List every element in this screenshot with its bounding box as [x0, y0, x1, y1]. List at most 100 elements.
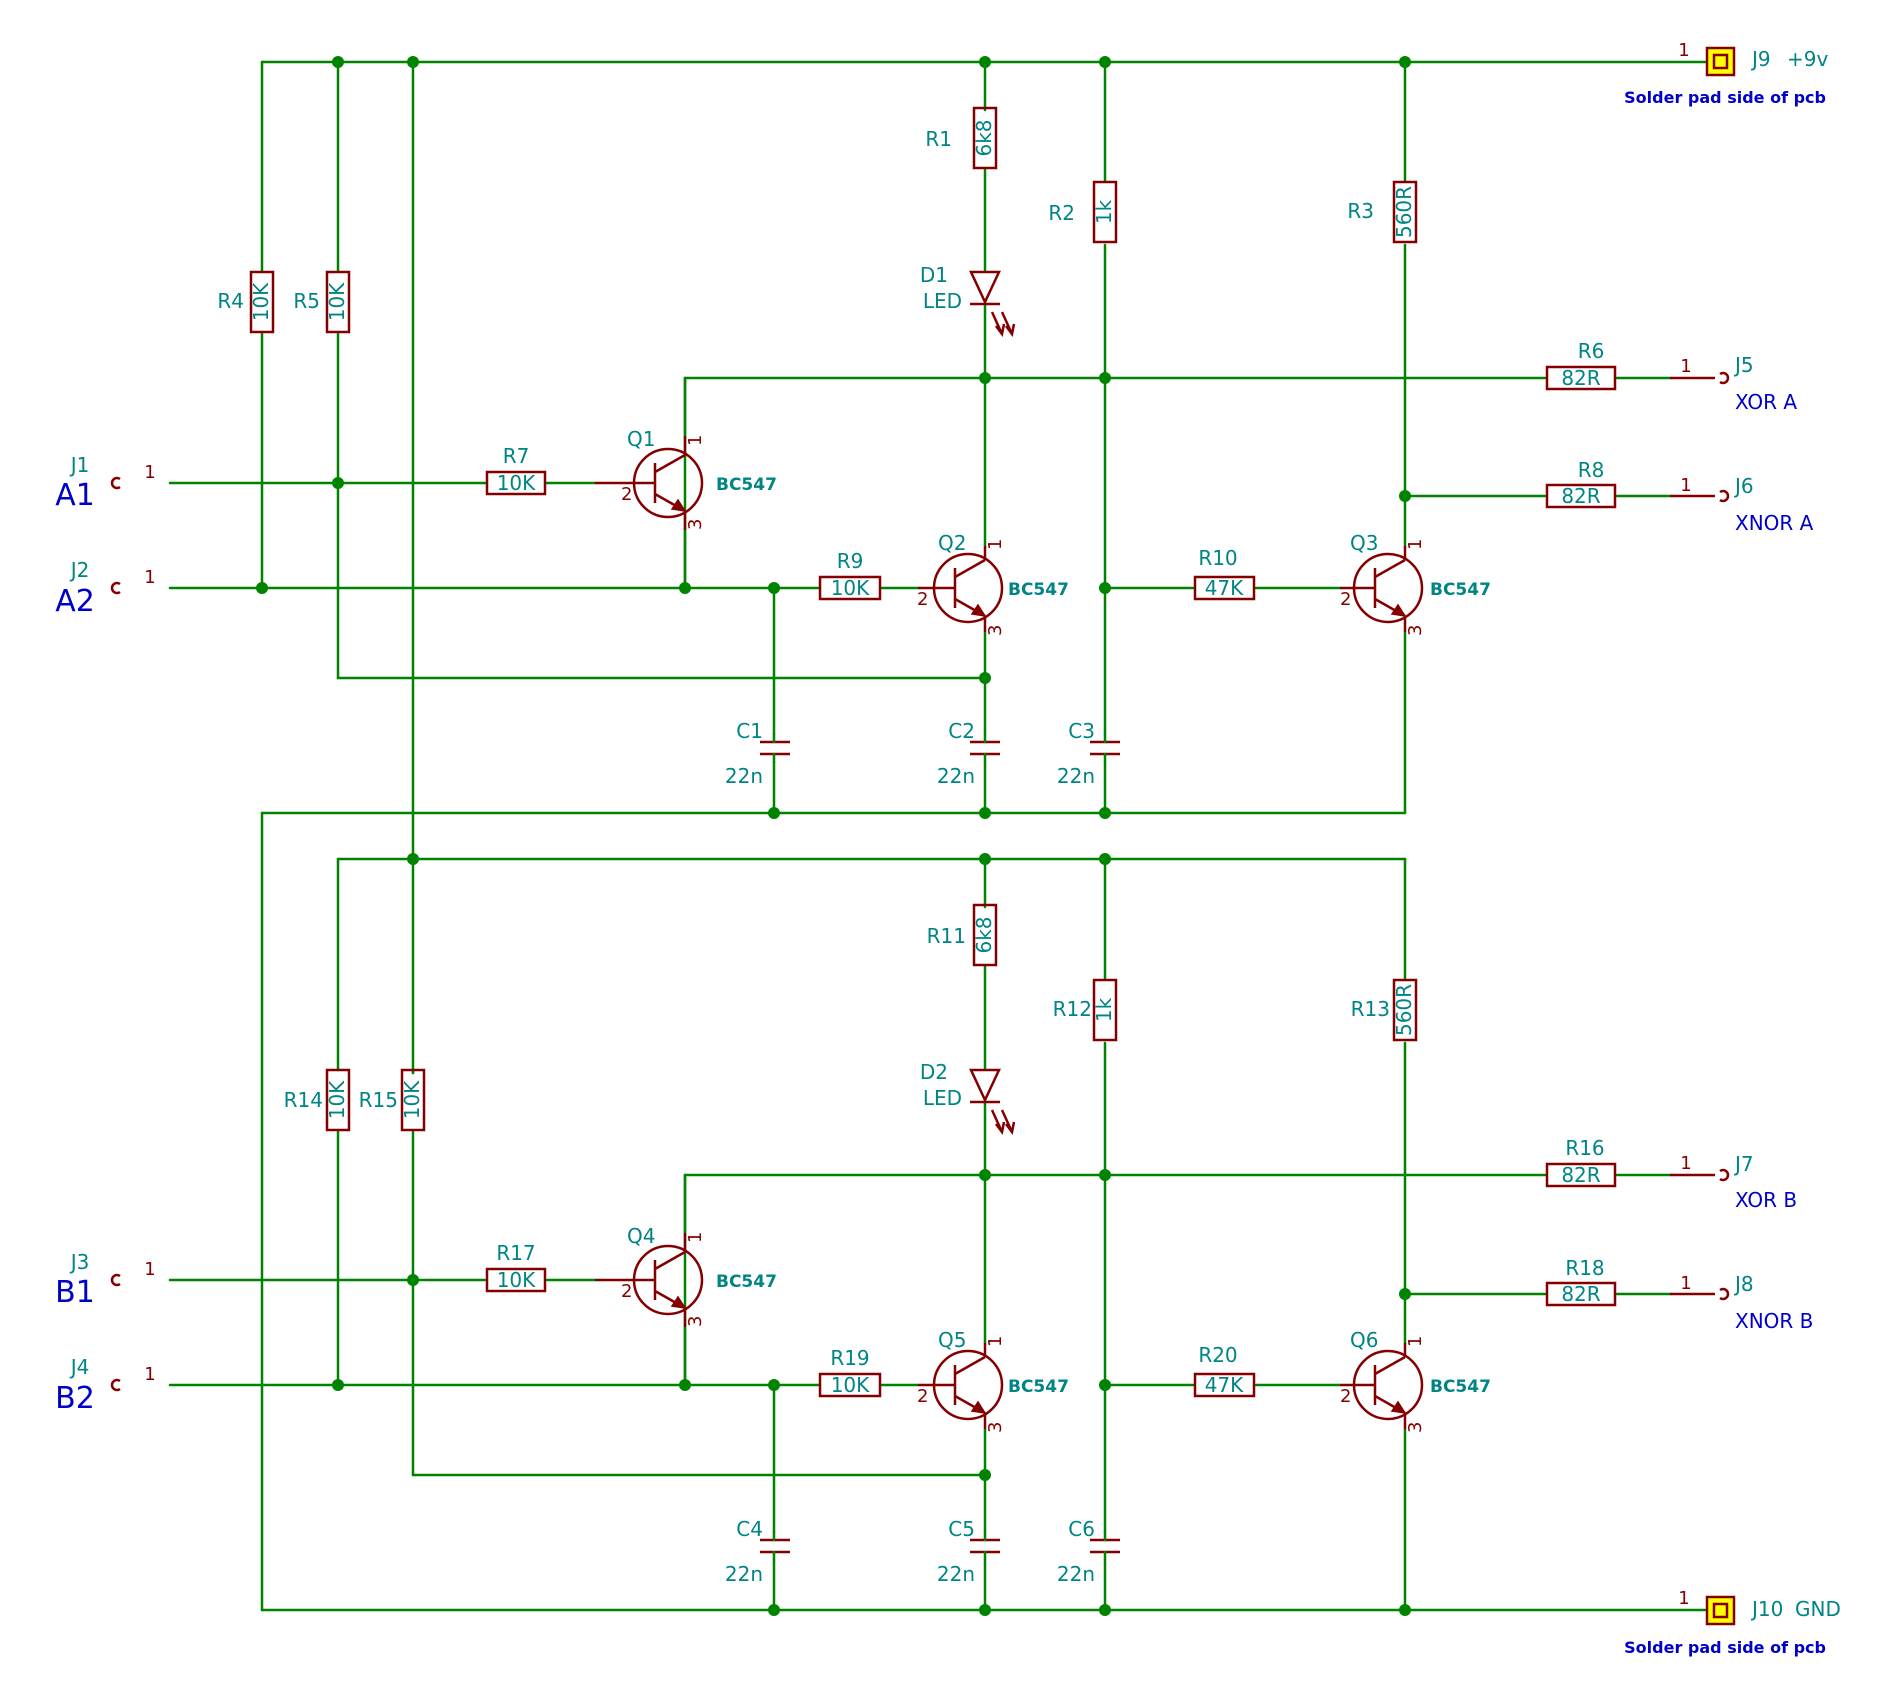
resistor-r4: 10K R4 — [217, 270, 275, 334]
capacitor-ref: C2 — [948, 719, 975, 743]
transistor-ref: Q1 — [627, 427, 655, 451]
resistor-r7: 10K R7 — [485, 444, 547, 496]
capacitor-c5: C5 22n — [937, 1517, 1000, 1586]
resistor-value: 1k — [1092, 997, 1116, 1022]
resistor-ref: R6 — [1578, 339, 1605, 363]
led-d2: D2 LED — [920, 1060, 1016, 1135]
connector-label: A2 — [55, 584, 95, 619]
transistor-value: BC547 — [1430, 1377, 1491, 1397]
resistor-value: 10K — [831, 1373, 870, 1397]
connector-j4: J4 B2 1 — [55, 1355, 156, 1416]
resistor-value: 10K — [325, 282, 349, 321]
connector-label: +9v — [1787, 47, 1828, 71]
resistor-value: 6k8 — [972, 119, 996, 156]
capacitor-ref: C1 — [736, 719, 763, 743]
capacitor-ref: C5 — [948, 1517, 975, 1541]
resistor-r17: 10K R17 — [485, 1241, 547, 1293]
resistor-value: 47K — [1205, 1373, 1244, 1397]
connector-ref: J1 — [69, 453, 90, 477]
connector-ref: J10 — [1750, 1597, 1783, 1621]
transistor-ref: Q6 — [1350, 1328, 1378, 1352]
capacitor-value: 22n — [1057, 764, 1095, 788]
capacitor-value: 22n — [937, 764, 975, 788]
connector-j5: 1 J5 XOR A — [1670, 353, 1797, 414]
connector-j6: 1 J6 XNOR A — [1670, 474, 1814, 535]
connector-label: B1 — [55, 1275, 95, 1310]
connector-ref: J8 — [1733, 1272, 1754, 1296]
pin-collector: 1 — [1405, 1336, 1426, 1347]
connector-ref: J4 — [69, 1355, 90, 1379]
capacitor-c6: C6 22n — [1057, 1517, 1120, 1586]
resistor-ref: R14 — [284, 1088, 323, 1112]
power-pad-j10: 1 J10 GND Solder pad side of pcb — [1624, 1588, 1841, 1657]
resistor-r16: 82R R16 — [1545, 1136, 1617, 1188]
pin-emitter: 3 — [1405, 1422, 1426, 1433]
resistor-ref: R1 — [925, 127, 952, 151]
pin-collector: 1 — [985, 1336, 1006, 1347]
led-value: LED — [923, 289, 962, 313]
pin-emitter: 3 — [685, 1316, 706, 1327]
resistor-ref: R17 — [496, 1241, 535, 1265]
transistor-ref: Q2 — [938, 531, 966, 555]
pin-base: 2 — [1340, 1386, 1351, 1407]
resistor-ref: R20 — [1198, 1343, 1237, 1367]
resistor-value: 47K — [1205, 576, 1244, 600]
transistor-ref: Q4 — [627, 1224, 655, 1248]
connector-label: XOR A — [1735, 390, 1797, 414]
capacitor-c1: C1 22n — [725, 719, 790, 788]
resistor-value: 10K — [831, 576, 870, 600]
connector-pin: 1 — [1680, 475, 1691, 496]
transistor-value: BC547 — [1008, 1377, 1069, 1397]
connector-pin: 1 — [144, 1364, 155, 1385]
connector-label: A1 — [55, 478, 95, 513]
resistor-ref: R12 — [1053, 997, 1092, 1021]
connector-ref: J5 — [1733, 353, 1754, 377]
resistor-value: 82R — [1561, 1163, 1600, 1187]
resistor-ref: R16 — [1565, 1136, 1604, 1160]
capacitor-c4: C4 22n — [725, 1517, 790, 1586]
resistor-r10: 47K R10 — [1193, 546, 1256, 601]
resistor-r1: 6k8 R1 — [925, 106, 998, 170]
resistor-value: 560R — [1392, 186, 1416, 238]
transistor-q4: 2 1 3 Q4 BC547 — [595, 1224, 777, 1327]
connector-label: XOR B — [1735, 1188, 1797, 1212]
connector-pin: 1 — [1678, 40, 1689, 61]
resistor-value: 82R — [1561, 1282, 1600, 1306]
connector-j8: 1 J8 XNOR B — [1670, 1272, 1813, 1333]
resistor-r8: 82R R8 — [1545, 458, 1617, 509]
transistor-value: BC547 — [1008, 580, 1069, 600]
capacitor-value: 22n — [1057, 1562, 1095, 1586]
connector-label: XNOR B — [1735, 1309, 1813, 1333]
junctions — [256, 56, 1411, 1616]
transistor-q6: 2 1 3 Q6 BC547 — [1340, 1328, 1491, 1433]
capacitor-ref: C3 — [1068, 719, 1095, 743]
transistor-value: BC547 — [1430, 580, 1491, 600]
power-pad-j9: 1 J9 +9v Solder pad side of pcb — [1624, 40, 1828, 107]
wires — [168, 60, 1707, 1612]
connector-j2: J2 A2 1 — [55, 558, 156, 619]
connector-ref: J2 — [69, 558, 90, 582]
resistor-ref: R8 — [1578, 458, 1605, 482]
connector-j3: J3 B1 1 — [55, 1250, 156, 1310]
capacitor-value: 22n — [725, 764, 763, 788]
connector-pin: 1 — [1680, 1273, 1691, 1294]
pin-collector: 1 — [685, 435, 706, 446]
resistor-ref: R3 — [1347, 199, 1374, 223]
transistor-value: BC547 — [716, 1272, 777, 1292]
pin-emitter: 3 — [1405, 625, 1426, 636]
resistor-r15: 10K R15 — [359, 1068, 426, 1132]
resistor-ref: R13 — [1351, 997, 1390, 1021]
resistor-r18: 82R R18 — [1545, 1256, 1617, 1307]
pad-note: Solder pad side of pcb — [1624, 88, 1826, 107]
connector-ref: J9 — [1750, 47, 1771, 71]
connector-ref: J6 — [1733, 474, 1754, 498]
connector-pin: 1 — [144, 567, 155, 588]
connector-label: GND — [1795, 1597, 1841, 1621]
resistor-value: 1k — [1092, 199, 1116, 224]
pin-emitter: 3 — [985, 1422, 1006, 1433]
pin-collector: 1 — [1405, 539, 1426, 550]
resistor-r14: 10K R14 — [284, 1068, 351, 1132]
resistor-ref: R18 — [1565, 1256, 1604, 1280]
pin-emitter: 3 — [985, 625, 1006, 636]
